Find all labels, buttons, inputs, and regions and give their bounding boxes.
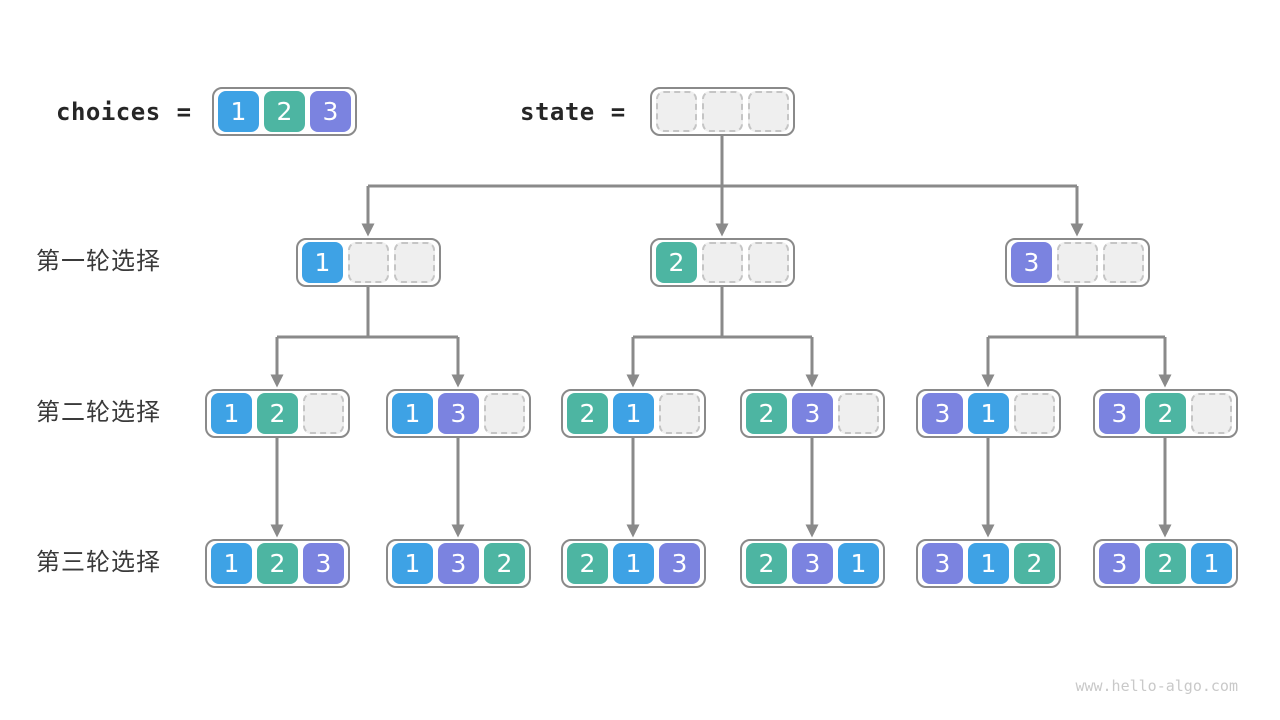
array-cell-empty <box>659 393 700 434</box>
array-cell-1: 1 <box>1191 543 1232 584</box>
array-cell-2: 2 <box>1145 393 1186 434</box>
array-cell-2: 2 <box>484 543 525 584</box>
array-cell-3: 3 <box>303 543 344 584</box>
array-cell-empty <box>748 91 789 132</box>
array-cell-1: 1 <box>211 393 252 434</box>
row-label-round-2: 第二轮选择 <box>36 399 161 426</box>
array-cell-3: 3 <box>792 543 833 584</box>
array-cell-3: 3 <box>792 393 833 434</box>
array-cell-2: 2 <box>567 543 608 584</box>
array-cell-empty <box>348 242 389 283</box>
array-cell-empty <box>656 91 697 132</box>
array-cell-empty <box>303 393 344 434</box>
array-cell-empty <box>394 242 435 283</box>
array-cell-1: 1 <box>613 543 654 584</box>
array-cell-3: 3 <box>1011 242 1052 283</box>
array-cell-2: 2 <box>746 393 787 434</box>
array-cell-empty <box>484 393 525 434</box>
choices-equals-sign: = <box>176 97 192 126</box>
state-header: state = <box>520 87 626 136</box>
array-cell-1: 1 <box>392 543 433 584</box>
array-cell-2: 2 <box>567 393 608 434</box>
array-cell-2: 2 <box>1145 543 1186 584</box>
tree-box-r1-1: 1 <box>296 238 441 287</box>
array-cell-empty <box>1191 393 1232 434</box>
array-cell-2: 2 <box>746 543 787 584</box>
array-cell-empty <box>1014 393 1055 434</box>
row-label-round-1: 第一轮选择 <box>36 248 161 275</box>
array-cell-1: 1 <box>968 543 1009 584</box>
array-cell-2: 2 <box>257 393 298 434</box>
watermark: www.hello-algo.com <box>1075 677 1238 695</box>
array-cell-3: 3 <box>1099 393 1140 434</box>
array-cell-1: 1 <box>838 543 879 584</box>
array-cell-empty <box>702 91 743 132</box>
array-cell-2: 2 <box>264 91 305 132</box>
array-cell-empty <box>1103 242 1144 283</box>
array-cell-1: 1 <box>392 393 433 434</box>
row-label-round-3: 第三轮选择 <box>36 549 161 576</box>
tree-box-r1-3: 3 <box>1005 238 1150 287</box>
array-cell-empty <box>1057 242 1098 283</box>
array-cell-1: 1 <box>613 393 654 434</box>
array-cell-3: 3 <box>659 543 700 584</box>
array-cell-2: 2 <box>1014 543 1055 584</box>
choices-header: choices = <box>56 87 192 136</box>
array-cell-empty <box>702 242 743 283</box>
array-cell-1: 1 <box>211 543 252 584</box>
state-equals-sign: = <box>610 97 626 126</box>
tree-box-r1-2: 2 <box>650 238 795 287</box>
array-cell-3: 3 <box>1099 543 1140 584</box>
array-cell-3: 3 <box>438 393 479 434</box>
state-array-box <box>650 87 795 136</box>
array-cell-3: 3 <box>922 543 963 584</box>
array-cell-3: 3 <box>922 393 963 434</box>
array-cell-empty <box>748 242 789 283</box>
array-cell-1: 1 <box>302 242 343 283</box>
array-cell-3: 3 <box>310 91 351 132</box>
array-cell-2: 2 <box>656 242 697 283</box>
array-cell-1: 1 <box>218 91 259 132</box>
array-cell-2: 2 <box>257 543 298 584</box>
state-label: state <box>520 97 595 126</box>
choices-label: choices <box>56 97 161 126</box>
array-cell-1: 1 <box>968 393 1009 434</box>
array-cell-empty <box>838 393 879 434</box>
array-cell-3: 3 <box>438 543 479 584</box>
